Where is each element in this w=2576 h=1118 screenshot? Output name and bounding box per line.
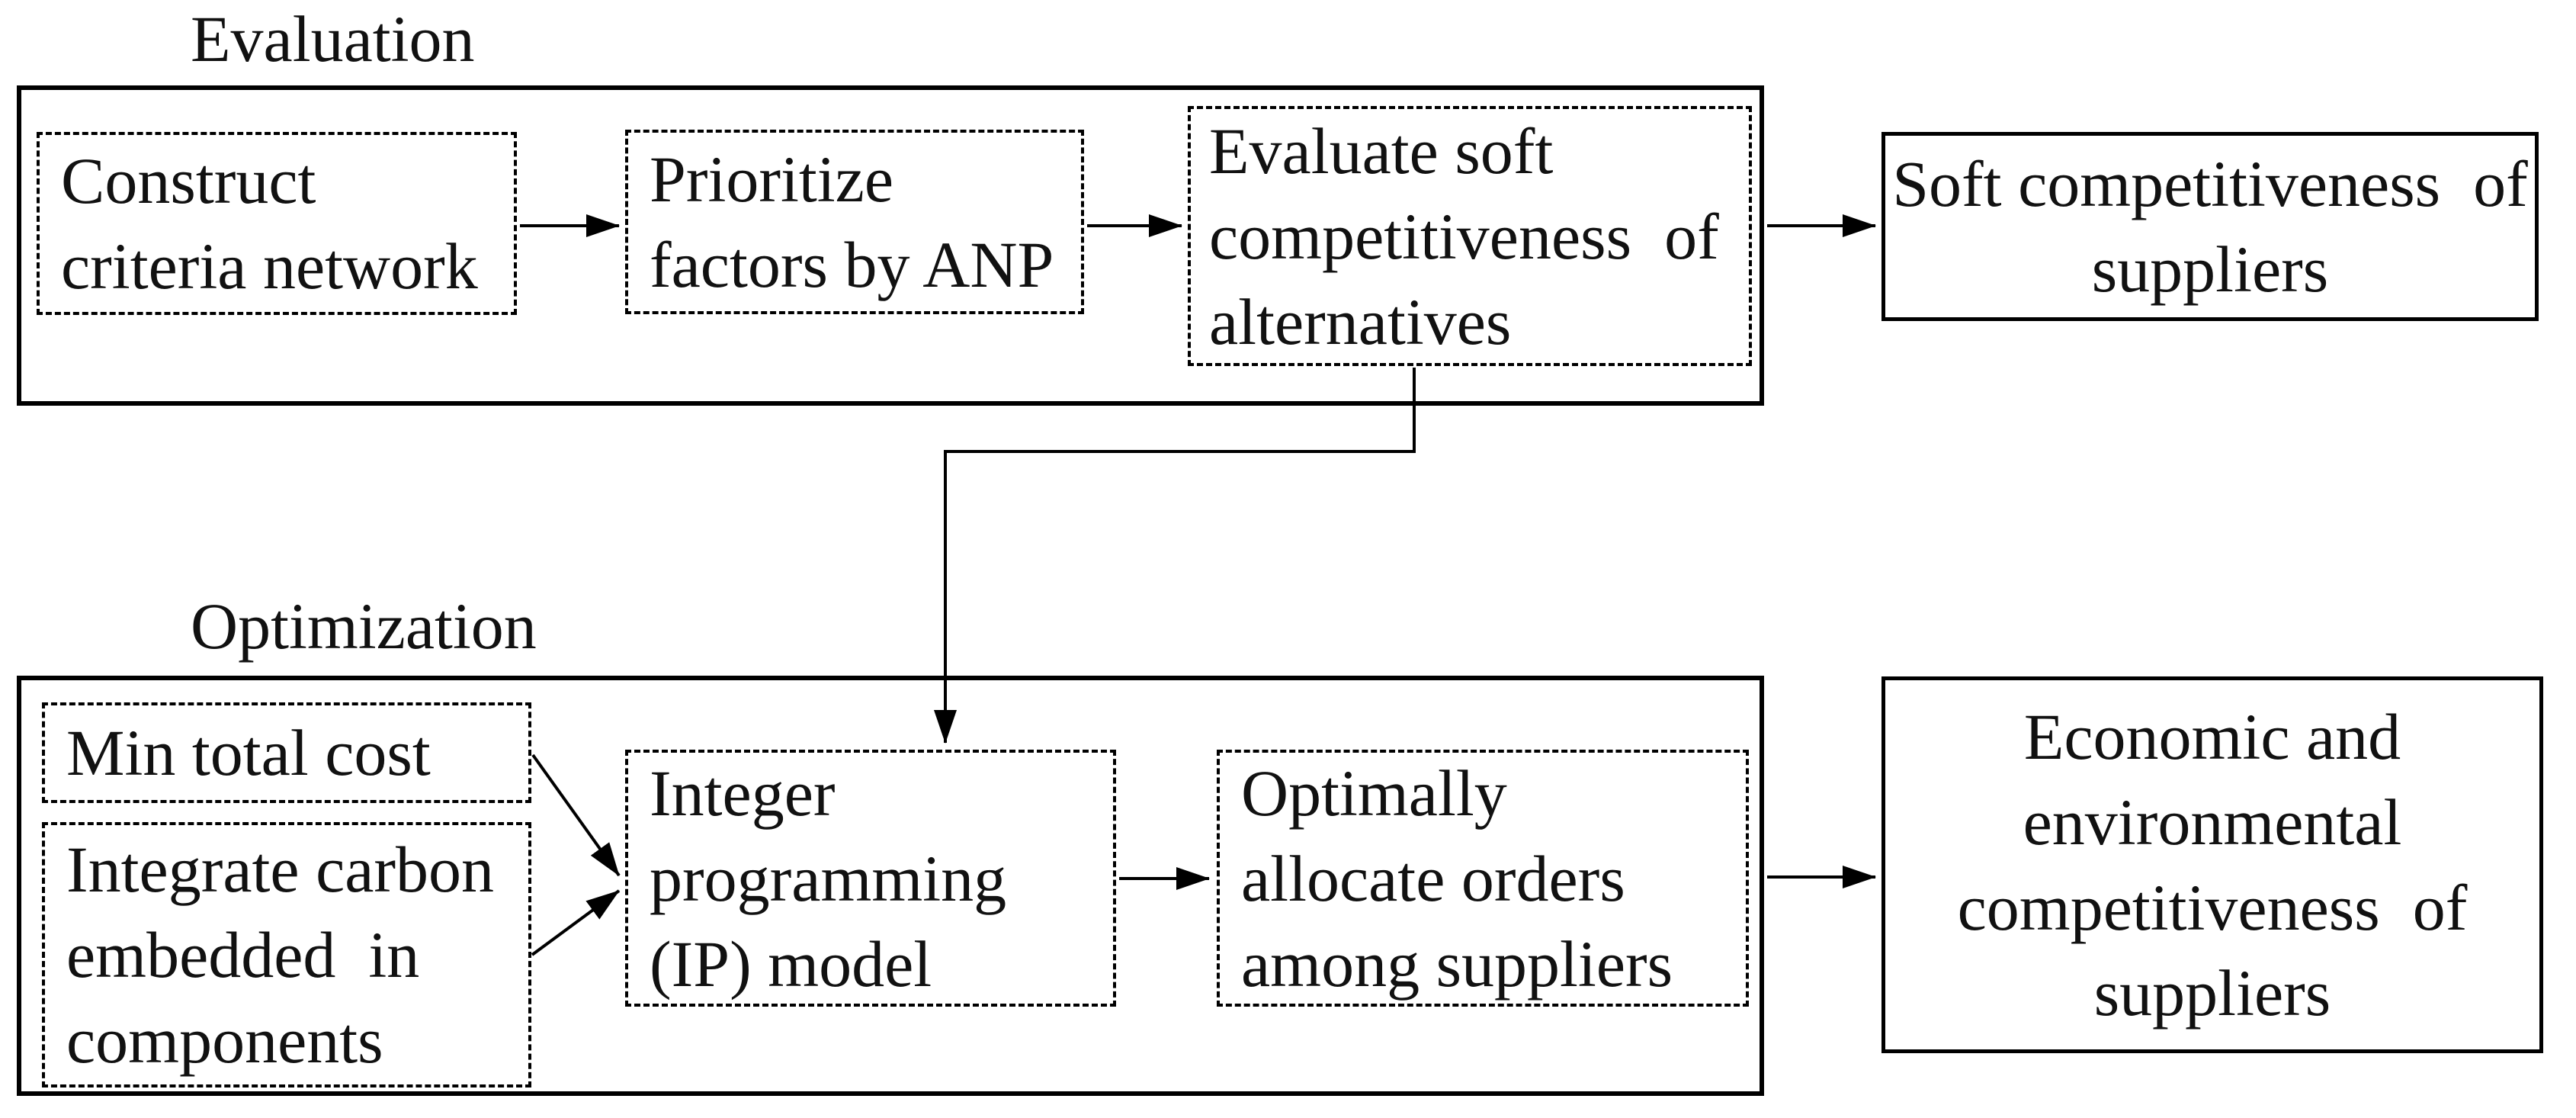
- box-soft-competitiveness-result: Soft competitiveness of suppliers: [1881, 132, 2539, 321]
- box-prioritize-factors-anp: Prioritize factors by ANP: [625, 130, 1084, 314]
- box-integer-programming-model: Integer programming (IP) model: [625, 750, 1116, 1007]
- box-construct-criteria-network: Construct criteria network: [37, 132, 517, 315]
- evaluation-container: [17, 85, 1764, 406]
- optimization-section-label: Optimization: [191, 590, 537, 663]
- box-economic-environmental-result: Economic and environmental competitivene…: [1881, 676, 2543, 1053]
- optimization-container: [17, 676, 1764, 1096]
- box-optimally-allocate-orders: Optimally allocate orders among supplier…: [1217, 750, 1749, 1007]
- evaluation-section-label: Evaluation: [191, 2, 475, 75]
- box-integrate-carbon: Integrate carbon embedded in components: [42, 822, 531, 1087]
- box-evaluate-soft-competitiveness: Evaluate soft competitiveness of alterna…: [1188, 106, 1752, 366]
- box-min-total-cost: Min total cost: [42, 702, 531, 803]
